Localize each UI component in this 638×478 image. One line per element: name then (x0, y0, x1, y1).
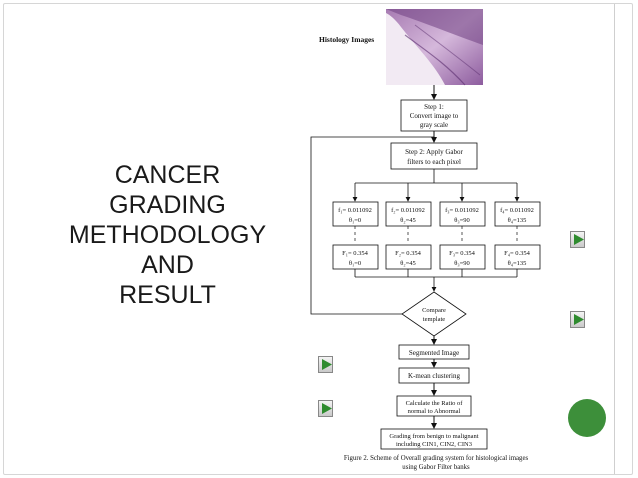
histology-label: Histology Images (319, 35, 374, 44)
ratio-line-2: normal to Abnormal (408, 408, 461, 415)
title-line-3: METHODOLOGY (68, 221, 267, 249)
nav-arrow-button-4[interactable] (318, 400, 333, 417)
step1-line-2: Convert image to (410, 112, 459, 120)
step1-line-1: Step 1: (424, 103, 444, 111)
segmented-box: Segmented Image (398, 344, 470, 360)
step1-box: Step 1: Convert image to gray scale (400, 99, 468, 132)
filter-f-4-freq: f₄= 0.011092 (500, 207, 534, 214)
filter-f-1: f₁= 0.011092 θ₁=0 (332, 201, 379, 227)
filter-f-2: f₂= 0.011092 θ₂=45 (385, 201, 432, 227)
ratio-line-1: Calculate the Ratio of (406, 400, 464, 407)
figure-caption-line-2: using Gabor Filter banks (402, 464, 470, 471)
step2-line-1: Step 2: Apply Gabor (405, 148, 463, 156)
nav-arrow-icon (322, 359, 332, 370)
figure-caption-line-1: Figure 2. Scheme of Overall grading syst… (344, 455, 529, 462)
filter-F-1: F₁= 0.354 θ₁=0 (332, 244, 379, 270)
step1-line-3: gray scale (420, 121, 448, 129)
filter-F-3-scale: F₃= 0.354 (449, 250, 476, 257)
nav-arrow-icon (322, 403, 332, 414)
filter-F-4-scale: F₄= 0.354 (504, 250, 531, 257)
filter-f-3-theta: θ₃=90 (454, 217, 470, 224)
slide-right-rule (614, 4, 615, 474)
step2-box: Step 2: Apply Gabor filters to each pixe… (390, 142, 478, 170)
grading-line-2: including CIN1, CIN2, CIN3 (396, 441, 472, 448)
segmented-label: Segmented Image (409, 349, 459, 357)
filter-f-2-freq: f₂= 0.011092 (391, 207, 425, 214)
title-line-5: RESULT (119, 281, 216, 309)
nav-arrow-icon (574, 234, 584, 245)
title-line-4: AND (141, 251, 194, 279)
filter-F-2: F₂= 0.354 θ₂=45 (385, 244, 432, 270)
compare-decision: Compare template (401, 291, 467, 337)
filter-F-3: F₃= 0.354 θ₃=90 (439, 244, 486, 270)
ratio-box: Calculate the Ratio of normal to Abnorma… (396, 395, 472, 417)
step2-line-2: filters to each pixel (407, 158, 461, 166)
compare-line-1: Compare (422, 307, 446, 314)
filter-f-4-theta: θ₄=135 (508, 217, 527, 224)
filter-F-2-theta: θ₂=45 (400, 260, 416, 267)
decorative-circle (568, 399, 606, 437)
slide-title: CANCER GRADING METHODOLOGY AND RESULT (55, 160, 280, 310)
kmean-label: K-mean clustering (408, 372, 460, 380)
compare-line-2: template (423, 316, 445, 323)
filter-F-1-scale: F₁= 0.354 (342, 250, 369, 257)
title-line-2: GRADING (109, 191, 226, 219)
nav-arrow-button-3[interactable] (318, 356, 333, 373)
filter-f-4: f₄= 0.011092 θ₄=135 (494, 201, 541, 227)
filter-F-1-theta: θ₁=0 (349, 260, 361, 267)
nav-arrow-icon (574, 314, 584, 325)
filter-f-3: f₃= 0.011092 θ₃=90 (439, 201, 486, 227)
filter-f-1-freq: f₁= 0.011092 (338, 207, 372, 214)
filter-F-4: F₄= 0.354 θ₄=135 (494, 244, 541, 270)
histology-image (386, 9, 483, 86)
kmean-box: K-mean clustering (398, 367, 470, 384)
filter-F-2-scale: F₂= 0.354 (395, 250, 422, 257)
nav-arrow-button-2[interactable] (570, 311, 585, 328)
filter-f-2-theta: θ₂=45 (400, 217, 416, 224)
flowchart-diagram: Histology Images Step 1: Convert image t… (310, 9, 541, 471)
filter-f-1-theta: θ₁=0 (349, 217, 361, 224)
filter-F-4-theta: θ₄=135 (508, 260, 527, 267)
grading-box: Grading from benign to malignant includi… (380, 428, 488, 450)
filter-f-3-freq: f₃= 0.011092 (445, 207, 479, 214)
filter-F-3-theta: θ₃=90 (454, 260, 470, 267)
slide-frame (3, 3, 633, 475)
grading-line-1: Grading from benign to malignant (389, 433, 478, 440)
nav-arrow-button-1[interactable] (570, 231, 585, 248)
title-line-1: CANCER (114, 161, 221, 189)
